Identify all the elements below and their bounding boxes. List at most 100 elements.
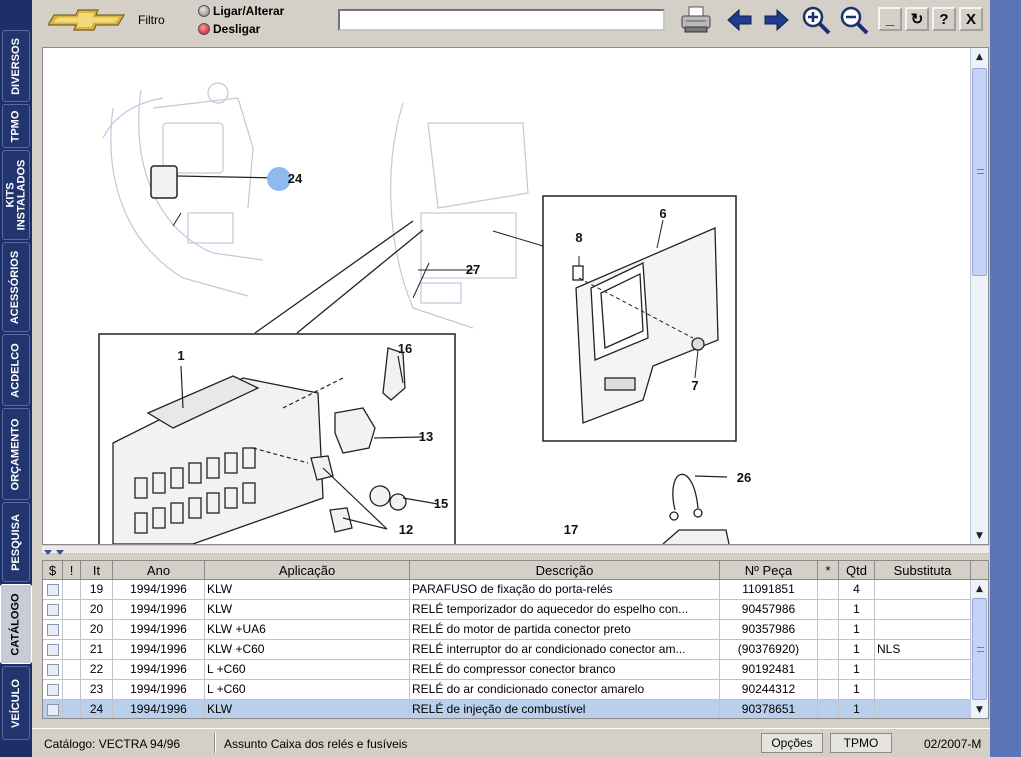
tab-kits-instalados[interactable]: KITS INSTALADOS xyxy=(2,150,30,240)
callout-8[interactable]: 8 xyxy=(575,230,582,245)
exploded-parts-diagram: 24 27 8 6 1 16 13 7 15 12 26 17 xyxy=(98,82,751,544)
select-cell xyxy=(43,580,63,600)
select-cell xyxy=(43,660,63,680)
cell-substituta xyxy=(875,680,971,700)
cell-qtd: 1 xyxy=(839,680,875,700)
row-checkbox[interactable] xyxy=(47,704,59,716)
ground-cable-drawing xyxy=(662,473,730,544)
radio-red-icon[interactable] xyxy=(198,23,210,35)
callout-7[interactable]: 7 xyxy=(691,378,698,393)
minimize-icon: _ xyxy=(885,10,895,28)
callout-15[interactable]: 15 xyxy=(434,496,448,511)
table-scrollbar[interactable]: ▲ ▼ xyxy=(970,580,988,718)
cell-substituta xyxy=(875,700,971,718)
row-checkbox[interactable] xyxy=(47,584,59,596)
zoom-out-button[interactable] xyxy=(838,4,870,36)
cell-substituta xyxy=(875,600,971,620)
column-header[interactable]: $ xyxy=(43,561,63,580)
select-cell xyxy=(43,600,63,620)
filter-off-option[interactable]: Desligar xyxy=(198,22,260,36)
cell-qtd: 1 xyxy=(839,640,875,660)
scroll-up-icon[interactable]: ▲ xyxy=(976,51,983,62)
status-separator xyxy=(214,733,216,753)
cell-peca: 90192481 xyxy=(720,660,818,680)
callout-26[interactable]: 26 xyxy=(737,470,751,485)
callout-13[interactable]: 13 xyxy=(419,429,433,444)
help-button[interactable]: ? xyxy=(932,7,956,31)
cell-qtd: 1 xyxy=(839,660,875,680)
scroll-down-icon[interactable]: ▼ xyxy=(976,704,983,715)
column-header[interactable]: Qtd xyxy=(839,561,875,580)
filter-search-input[interactable] xyxy=(338,9,665,31)
column-header[interactable]: Ano xyxy=(113,561,205,580)
panel-splitter[interactable] xyxy=(42,546,989,555)
chevrolet-logo-icon xyxy=(48,9,126,31)
row-checkbox[interactable] xyxy=(47,684,59,696)
column-header[interactable]: It xyxy=(81,561,113,580)
flag-cell xyxy=(63,660,81,680)
column-header[interactable]: Nº Peça xyxy=(720,561,818,580)
splitter-arrows-icon xyxy=(44,550,64,555)
tab-diversos[interactable]: DIVERSOS xyxy=(2,30,30,102)
diagram-scroll-thumb[interactable] xyxy=(972,68,987,276)
column-header[interactable]: ! xyxy=(63,561,81,580)
forward-button[interactable] xyxy=(760,4,792,36)
table-scroll-thumb[interactable] xyxy=(972,598,987,700)
scroll-down-icon[interactable]: ▼ xyxy=(976,530,983,541)
refresh-icon: ↻ xyxy=(910,11,924,28)
column-header[interactable]: Aplicação xyxy=(205,561,410,580)
diagram-scrollbar[interactable]: ▲ ▼ xyxy=(970,48,988,544)
minimize-button[interactable]: _ xyxy=(878,7,902,31)
tab-tpmo[interactable]: TPMO xyxy=(2,104,30,148)
flag-cell xyxy=(63,620,81,640)
callout-16[interactable]: 16 xyxy=(398,341,412,356)
column-header[interactable]: Descrição xyxy=(410,561,720,580)
close-button[interactable]: X xyxy=(959,7,983,31)
radio-grey-icon[interactable] xyxy=(198,5,210,17)
options-button[interactable]: Opções xyxy=(761,733,823,753)
cell-it: 20 xyxy=(81,620,113,640)
tpmo-button[interactable]: TPMO xyxy=(830,733,892,753)
column-header[interactable]: * xyxy=(818,561,839,580)
row-checkbox[interactable] xyxy=(47,624,59,636)
cell-qtd: 1 xyxy=(839,620,875,640)
callout-27[interactable]: 27 xyxy=(466,262,480,277)
cell-descricao: RELÉ interruptor do ar condicionado cone… xyxy=(410,640,720,660)
callout-12[interactable]: 12 xyxy=(399,522,413,537)
zoom-in-button[interactable] xyxy=(800,4,832,36)
callout-6[interactable]: 6 xyxy=(659,206,666,221)
tab-acdelco[interactable]: ACDELCO xyxy=(2,334,30,406)
callout-24[interactable]: 24 xyxy=(288,171,303,186)
row-checkbox[interactable] xyxy=(47,644,59,656)
callout-17[interactable]: 17 xyxy=(564,522,578,537)
tab-catalogo[interactable]: CATÁLOGO xyxy=(0,584,32,664)
tab-orcamento[interactable]: ORÇAMENTO xyxy=(2,408,30,500)
tab-acessorios[interactable]: ACESSÓRIOS xyxy=(2,242,30,332)
tab-veiculo[interactable]: VEÍCULO xyxy=(2,666,30,740)
filter-on-option[interactable]: Ligar/Alterar xyxy=(198,4,284,18)
cell-star xyxy=(818,680,839,700)
tab-pesquisa[interactable]: PESQUISA xyxy=(2,502,30,582)
flag-cell xyxy=(63,600,81,620)
back-button[interactable] xyxy=(724,4,756,36)
refresh-button[interactable]: ↻ xyxy=(905,7,929,31)
cell-descricao: RELÉ do motor de partida conector preto xyxy=(410,620,720,640)
cell-peca: 90244312 xyxy=(720,680,818,700)
tab-label: VEÍCULO xyxy=(9,678,22,728)
row-checkbox[interactable] xyxy=(47,664,59,676)
cell-substituta xyxy=(875,660,971,680)
tab-label: ORÇAMENTO xyxy=(9,418,22,490)
callout-1[interactable]: 1 xyxy=(177,348,184,363)
scroll-up-icon[interactable]: ▲ xyxy=(976,583,983,594)
row-checkbox[interactable] xyxy=(47,604,59,616)
fuse-cover-drawing xyxy=(572,227,719,424)
print-button[interactable] xyxy=(680,4,712,36)
column-header[interactable]: Substituta xyxy=(875,561,971,580)
